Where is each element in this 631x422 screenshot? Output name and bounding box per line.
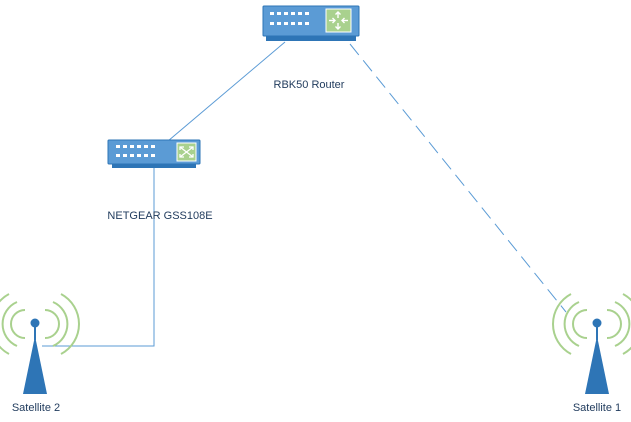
switch-icon [107, 139, 201, 168]
router-icon [262, 5, 360, 41]
antenna-icon [0, 293, 80, 394]
connections [42, 41, 567, 347]
link-router-switch [167, 41, 286, 142]
satellite-1-label: Satellite 1 [573, 402, 621, 414]
router-label: RBK50 Router [274, 79, 345, 91]
switch-label: NETGEAR GSS108E [107, 210, 212, 222]
link-switch-satellite-2 [42, 168, 155, 347]
link-router-satellite-1 [349, 43, 567, 313]
antenna-icon [552, 293, 631, 394]
satellite-2-label: Satellite 2 [12, 402, 60, 414]
